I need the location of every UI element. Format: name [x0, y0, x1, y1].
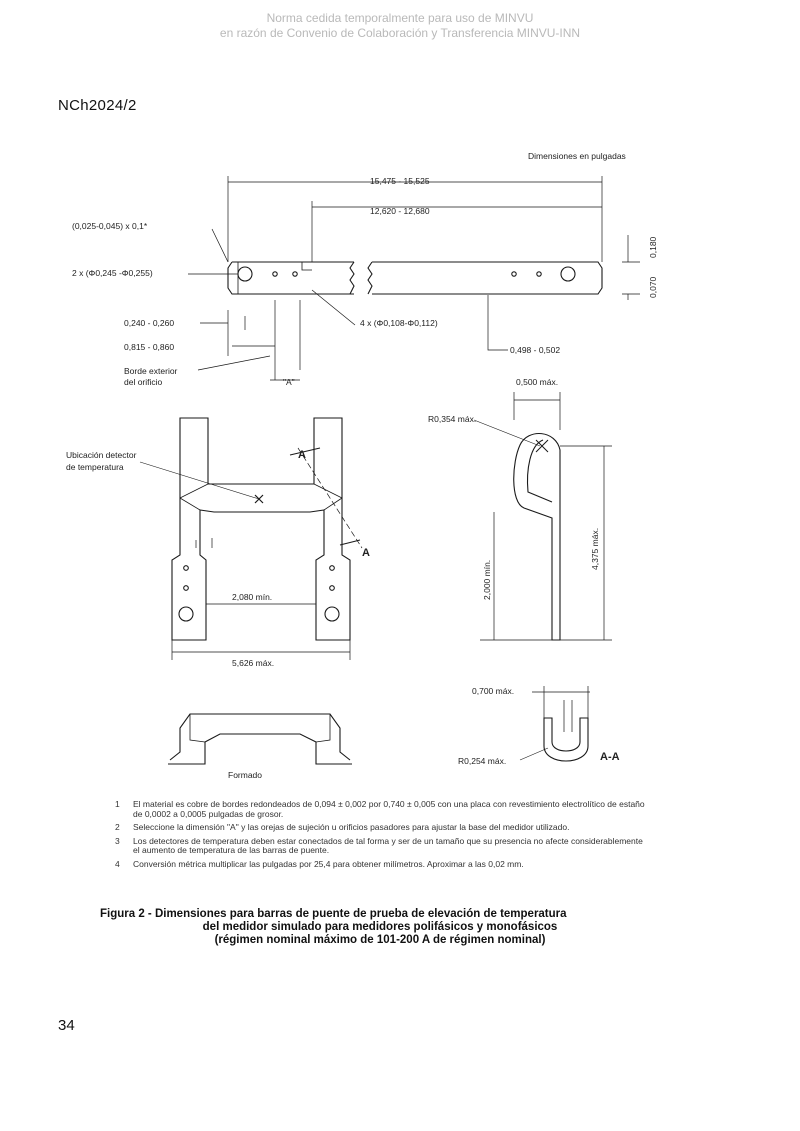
section-label: A-A	[600, 751, 620, 763]
dim-hook-width: 0,500 máx.	[516, 377, 558, 387]
dim-inner-span: 2,080 mín.	[232, 592, 272, 602]
watermark: Norma cedida temporalmente para uso de M…	[0, 11, 800, 41]
formed-view	[168, 713, 352, 765]
dim-large-holes: 2 x (Φ0,245 -Φ0,255)	[72, 268, 153, 278]
dim-chamfer: (0,025-0,045) x 0,1*	[72, 221, 148, 231]
dim-slot-offset: 0,815 - 0,860	[124, 342, 174, 352]
dim-hole-offset: 0,240 - 0,260	[124, 318, 174, 328]
note-item: 1 El material es cobre de bordes redonde…	[115, 799, 645, 819]
dim-section-width: 0,700 máx.	[472, 686, 514, 696]
section-arrow-label-2: A	[362, 547, 370, 559]
top-bar-view	[188, 176, 640, 381]
large-hole-left	[237, 266, 253, 282]
note-text: El material es cobre de bordes redondead…	[133, 799, 645, 819]
dim-section-radius: R0,254 máx.	[458, 756, 506, 766]
dim-outer-span: 5,626 máx.	[232, 658, 274, 668]
units-note: Dimensiones en pulgadas	[528, 151, 626, 161]
side-view	[473, 392, 612, 641]
section-arrow-label-1: A	[298, 449, 306, 461]
dim-height-top: 0,180	[648, 236, 658, 258]
dim-height-bottom: 0,070	[648, 276, 658, 298]
note-number: 1	[115, 799, 120, 809]
caption-line-1: Figura 2 - Dimensiones para barras de pu…	[100, 908, 567, 920]
notes-list: 1 El material es cobre de bordes redonde…	[115, 799, 645, 873]
dim-total-height: 4,375 máx.	[590, 528, 600, 570]
large-hole-right	[560, 266, 576, 282]
note-item: 3 Los detectores de temperatura deben es…	[115, 835, 645, 856]
dim-side-height: 2,000 mín.	[482, 560, 492, 600]
watermark-line-2: en razón de Convenio de Colaboración y T…	[219, 26, 581, 40]
note-text: Conversión métrica multiplicar las pulga…	[133, 858, 524, 869]
label-dimension-a: "A"	[283, 377, 295, 387]
dim-total-length: 15,475 - 15,525	[370, 176, 430, 186]
dim-small-holes: 4 x (Φ0,108-Φ0,112)	[360, 318, 438, 328]
note-item: 4 Conversión métrica multiplicar las pul…	[115, 858, 645, 870]
section-a-a	[519, 686, 590, 762]
note-number: 3	[115, 835, 120, 846]
caption-line-3: (régimen nominal máximo de 101-200 A de …	[214, 934, 546, 946]
watermark-line-1: Norma cedida temporalmente para uso de M…	[266, 11, 534, 25]
dim-hook-radius: R0,354 máx.	[428, 414, 476, 424]
note-number: 4	[115, 858, 120, 869]
label-edge-2: del orificio	[124, 377, 163, 387]
dim-end-width: 0,498 - 0,502	[510, 345, 560, 355]
note-text: Seleccione la dimensión "A" y las orejas…	[133, 822, 570, 832]
caption-line-2: del medidor simulado para medidores poli…	[202, 921, 558, 933]
dim-inner-length: 12,620 - 12,680	[370, 206, 430, 216]
label-sensor: Ubicación detector	[66, 450, 137, 460]
page-number: 34	[58, 1017, 75, 1034]
note-text: Los detectores de temperatura deben esta…	[133, 835, 643, 855]
label-sensor-2: de temperatura	[66, 462, 124, 472]
front-view	[139, 417, 363, 660]
document-code: NCh2024/2	[58, 97, 137, 114]
note-number: 2	[115, 822, 120, 832]
label-edge: Borde exterior	[124, 366, 178, 376]
figure-caption: Figura 2 - Dimensiones para barras de pu…	[100, 908, 660, 947]
label-formed: Formado	[228, 770, 262, 780]
note-item: 2 Seleccione la dimensión "A" y las orej…	[115, 822, 645, 833]
